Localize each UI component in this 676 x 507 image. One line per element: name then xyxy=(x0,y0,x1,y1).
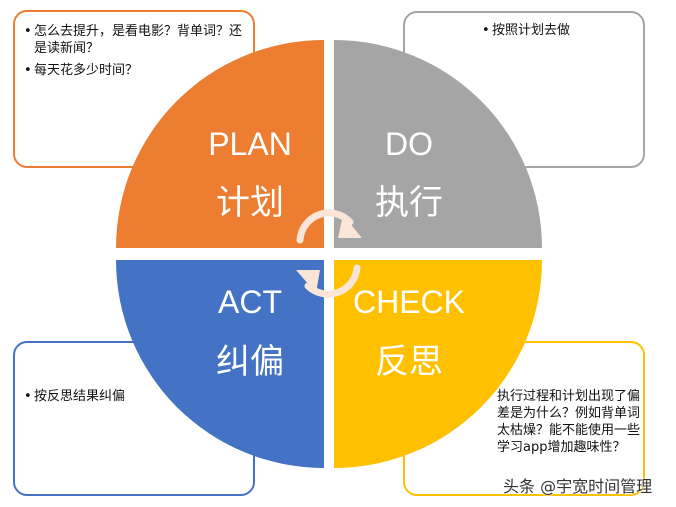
do-note-item: 按照计划去做 xyxy=(482,22,632,39)
watermark: 头条 @宇宽时间管理 xyxy=(503,477,653,496)
plan-quadrant xyxy=(116,40,324,248)
act-label: ACT xyxy=(218,284,282,320)
act-quadrant xyxy=(116,260,324,468)
check-label: CHECK xyxy=(353,284,465,320)
check-quadrant xyxy=(334,260,542,468)
plan-note-item: 每天花多少时间？ xyxy=(24,62,244,79)
cycle-arrows-icon xyxy=(296,209,362,298)
plan-label-zh: 计划 xyxy=(216,184,284,222)
act-label-zh: 纠偏 xyxy=(216,343,284,381)
do-label-zh: 执行 xyxy=(375,184,443,222)
act-note-item: 按反思结果纠偏 xyxy=(24,388,244,405)
plan-note-item: 怎么去提升，是看电影？背单词？还是读新闻？ xyxy=(24,23,244,57)
do-label: DO xyxy=(385,126,433,162)
check-note-text: 执行过程和计划出现了偏差是为什么？例如背单词太枯燥？能不能使用一些学习app增加… xyxy=(497,389,641,455)
do-quadrant xyxy=(334,40,542,248)
plan-label: PLAN xyxy=(208,126,292,162)
check-label-zh: 反思 xyxy=(375,343,443,381)
